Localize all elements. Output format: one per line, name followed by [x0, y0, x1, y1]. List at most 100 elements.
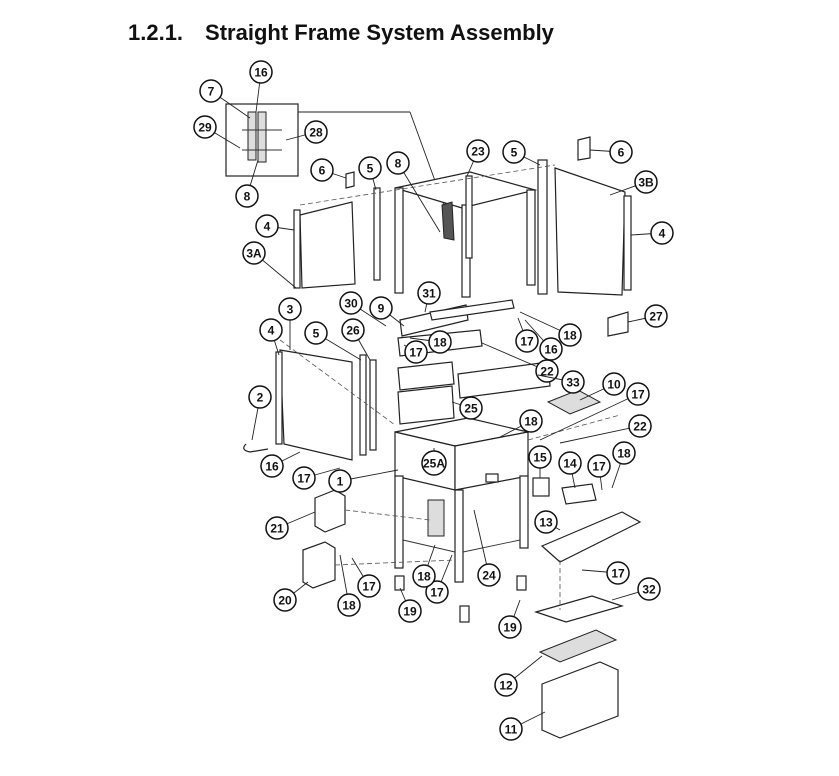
callout-20: 20	[273, 581, 309, 612]
callout-circle	[425, 580, 449, 604]
callout-label: 25	[464, 402, 478, 416]
callout-label: 30	[344, 297, 358, 311]
cover-32	[533, 595, 625, 623]
callout-circle	[650, 221, 674, 245]
upper-side-panel-left	[299, 201, 356, 289]
callout-label: 16	[544, 343, 558, 357]
callout-11: 11	[499, 711, 546, 741]
callout-26: 26	[341, 318, 371, 361]
callout-leader	[539, 393, 639, 441]
callout-circle	[292, 466, 316, 490]
callout-label: 19	[503, 621, 517, 635]
callout-label: 21	[270, 522, 284, 536]
callout-circle	[477, 563, 501, 587]
callout-label: 11	[505, 723, 518, 737]
callout-1: 1	[328, 469, 399, 493]
callout-19: 19	[498, 599, 522, 639]
callout-17: 17	[581, 561, 630, 585]
callout-circle	[310, 158, 334, 182]
upper-frame-post-back-left	[465, 175, 473, 259]
callout-circle	[369, 296, 393, 320]
panel-trim-4-upper-right	[623, 195, 632, 291]
panel-trim-4-lower	[275, 351, 283, 445]
callout-32: 32	[611, 577, 661, 601]
callout-circle	[358, 156, 382, 180]
baffle-25-upper	[397, 361, 455, 391]
inset-leader-diag	[409, 111, 451, 223]
callout-circle	[249, 60, 273, 84]
callout-7: 7	[199, 79, 251, 119]
callout-label: 5	[313, 327, 320, 341]
callout-label: 16	[254, 66, 268, 80]
callout-25: 25	[451, 396, 483, 420]
callout-circle	[357, 574, 381, 598]
callout-leader	[481, 342, 548, 372]
callout-29: 29	[193, 115, 241, 149]
callout-label: 6	[319, 164, 326, 178]
callout-label: 3B	[638, 176, 654, 190]
callout-circle	[499, 717, 523, 741]
panel-trim-26	[369, 359, 377, 451]
callout-19: 19	[398, 587, 422, 623]
callout-circle	[341, 318, 365, 342]
callout-circle	[606, 561, 630, 585]
callout-label: 9	[378, 302, 385, 316]
callout-circle	[466, 139, 490, 163]
callout-circle	[260, 454, 284, 478]
callout-circle	[242, 241, 266, 265]
box-21	[314, 489, 346, 533]
callout-label: 4	[659, 227, 666, 241]
callout-circle	[558, 323, 582, 347]
base-leg-back-right	[519, 475, 529, 549]
callout-circle	[278, 297, 302, 321]
callout-18: 18	[499, 409, 543, 438]
callout-circle	[634, 170, 658, 194]
callout-17: 17	[403, 340, 428, 364]
callout-13: 13	[534, 510, 561, 534]
callout-31: 31	[417, 281, 441, 313]
clip-2	[243, 443, 269, 453]
panel-trim-5-lower	[359, 354, 367, 456]
callout-label: 18	[524, 415, 538, 429]
callout-4: 4	[259, 318, 283, 356]
callout-17: 17	[587, 454, 611, 491]
box-20	[302, 541, 336, 589]
callout-label: 1	[337, 475, 344, 489]
callout-4: 4	[630, 221, 674, 245]
callout-label: 3	[287, 303, 294, 317]
callout-8: 8	[386, 151, 441, 233]
callout-label: 20	[278, 594, 292, 608]
base-cutout	[485, 473, 499, 483]
callout-17: 17	[515, 317, 539, 353]
callout-circle	[199, 79, 223, 103]
callout-leader	[397, 162, 441, 233]
upper-frame-post-front-left	[394, 187, 404, 294]
callout-16: 16	[260, 451, 301, 478]
callout-label: 17	[520, 335, 534, 349]
callout-15: 15	[528, 445, 552, 478]
callout-label: 6	[618, 146, 625, 160]
callout-4: 4	[255, 214, 295, 238]
callout-circle	[273, 588, 297, 612]
callout-33: 33	[537, 370, 585, 394]
baffle-25-lower	[397, 385, 455, 425]
callout-label: 4	[264, 220, 271, 234]
callout-18: 18	[337, 554, 361, 617]
callout-9: 9	[369, 296, 405, 327]
callout-circle	[193, 115, 217, 139]
callout-circle	[339, 291, 363, 315]
callout-2: 2	[248, 385, 272, 441]
callout-27: 27	[627, 304, 668, 328]
part-10	[546, 389, 602, 415]
base-leg-front-right	[454, 489, 464, 583]
callout-18: 18	[409, 330, 452, 354]
callout-18: 18	[519, 311, 582, 347]
callout-label: 25A	[423, 457, 445, 471]
callout-circle	[561, 370, 585, 394]
callout-circle	[534, 510, 558, 534]
hinge-27	[607, 311, 629, 337]
callout-circle	[587, 454, 611, 478]
callout-label: 17	[631, 388, 645, 402]
rail-31	[429, 299, 515, 321]
